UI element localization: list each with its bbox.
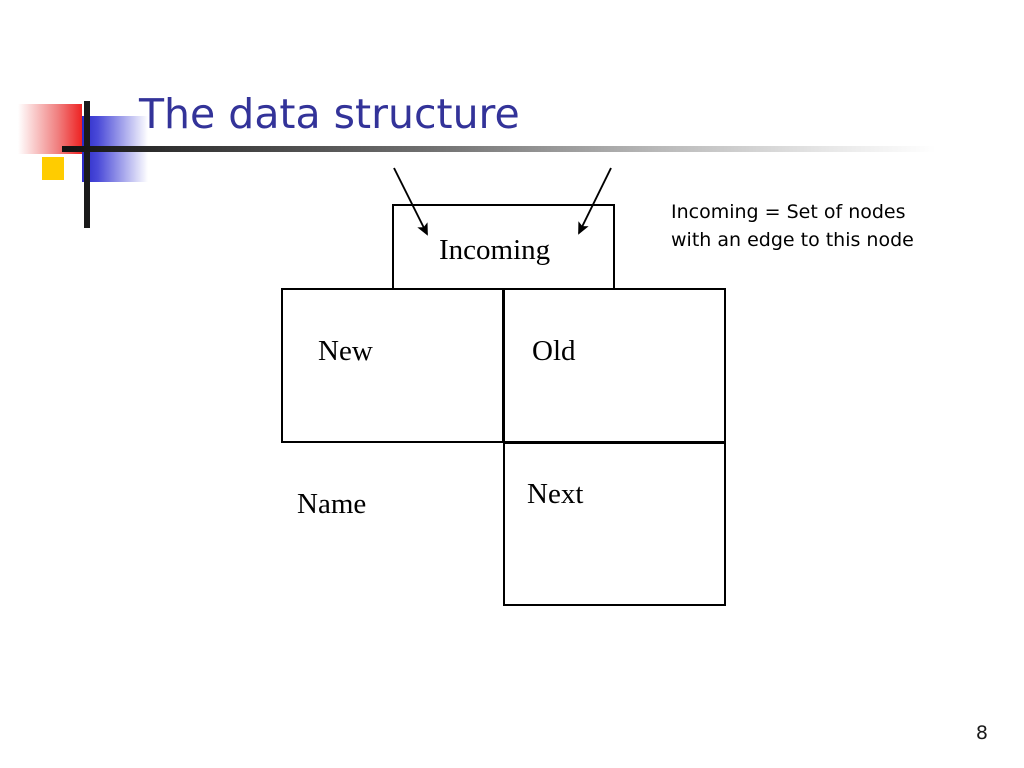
node-label-incoming: Incoming [439,234,551,266]
annotation-line-1: Incoming = Set of nodes [671,201,906,223]
decoration-vertical-bar [84,101,90,228]
page-title: The data structure [139,90,520,138]
node-label-name: Name [297,488,367,520]
node-box-next: Next [503,442,726,606]
node-box-old: Old [503,288,726,443]
node-label-new: New [318,335,373,367]
page-number: 8 [975,722,988,744]
node-box-incoming: Incoming [392,204,615,290]
annotation-incoming-definition: Incoming = Set of nodes with an edge to … [671,198,981,254]
decoration-horizontal-rule [62,146,936,152]
decoration-yellow-square [42,157,64,180]
annotation-line-2: with an edge to this node [671,229,914,251]
node-label-next: Next [527,478,584,510]
node-box-new: New [281,288,504,443]
node-label-old: Old [532,335,576,367]
decoration-red-block [18,104,82,154]
